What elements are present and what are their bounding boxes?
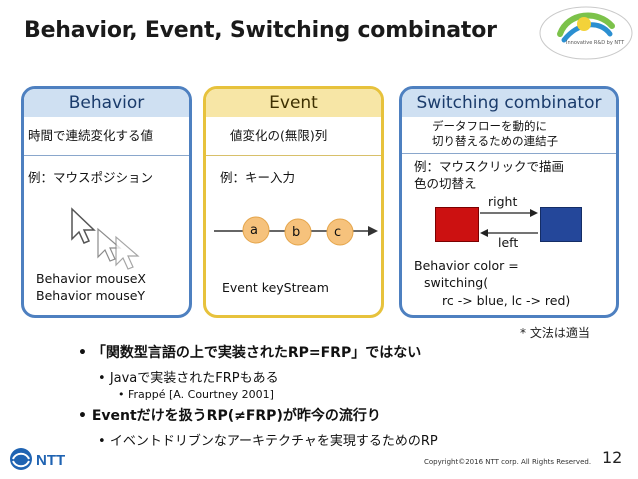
event-c: c xyxy=(334,225,342,240)
bullet-2: • Eventだけを扱うRP(≠FRP)が昨今の流行り xyxy=(78,408,381,424)
switching-subtitle-line1: データフローを動的に xyxy=(432,119,547,133)
switching-header: Switching combinator xyxy=(402,89,616,117)
behavior-code-line1: Behavior mouseX xyxy=(36,271,146,286)
ntt-corporate-logo: NTT xyxy=(10,448,65,470)
event-example: 例：キー入力 xyxy=(220,170,296,185)
behavior-header: Behavior xyxy=(24,89,189,117)
logo-tagline: Innovative R&D by NTT xyxy=(566,40,625,46)
ntt-logo-text: NTT xyxy=(36,452,65,469)
switch-arrows-icon xyxy=(480,209,538,237)
bullet-1-1-1: • Frappé [A. Courtney 2001] xyxy=(118,388,274,401)
switching-subtitle-line2: 切り替えるための連結子 xyxy=(432,134,559,148)
behavior-subtitle: 時間で連続変化する値 xyxy=(28,128,154,143)
switching-panel: Switching combinator データフローを動的に 切り替えるための… xyxy=(399,86,619,318)
behavior-divider xyxy=(24,155,189,156)
switching-code-line1: Behavior color = xyxy=(414,258,519,273)
switching-code-line2: switching( xyxy=(424,275,489,290)
behavior-code-line2: Behavior mouseY xyxy=(36,288,146,303)
copyright-text: Copyright©2016 NTT corp. All Rights Rese… xyxy=(424,458,592,466)
bullet-1: • 「関数型言語の上で実装されたRP=FRP」ではない xyxy=(78,345,422,361)
event-a: a xyxy=(250,223,258,238)
grammar-note: * 文法は適当 xyxy=(520,326,590,340)
switching-code-line3: rc -> blue, lc -> red) xyxy=(442,293,571,308)
event-panel: Event 値変化の(無限)列 例：キー入力 a b c Event keySt… xyxy=(203,86,384,318)
slide-title: Behavior, Event, Switching combinator xyxy=(24,18,497,43)
ntt-rd-logo xyxy=(539,6,633,60)
mouse-cursor-trail-icon xyxy=(71,207,140,270)
switching-right-label: right xyxy=(488,194,518,209)
event-subtitle: 値変化の(無限)列 xyxy=(230,128,328,143)
switching-divider xyxy=(402,153,616,154)
event-header: Event xyxy=(206,89,381,117)
event-divider xyxy=(206,155,381,156)
bullet-2-1: • イベントドリブンなアーキテクチャを実現するためのRP xyxy=(98,434,438,449)
bullet-1-1: • Javaで実装されたFRPもある xyxy=(98,371,279,386)
event-stream-diagram xyxy=(214,216,378,246)
blue-color-box xyxy=(540,207,582,242)
red-color-box xyxy=(435,207,479,242)
event-b: b xyxy=(292,225,301,240)
switching-left-label: left xyxy=(498,235,519,250)
page-number: 12 xyxy=(602,448,623,467)
switching-example-line1: 例：マウスクリックで描画 xyxy=(414,159,565,174)
switching-example-line2: 色の切替え xyxy=(414,176,477,191)
behavior-example: 例：マウスポジション xyxy=(28,170,154,185)
behavior-panel: Behavior 時間で連続変化する値 例：マウスポジション Behavior … xyxy=(21,86,192,318)
event-code-line1: Event keyStream xyxy=(222,280,329,295)
